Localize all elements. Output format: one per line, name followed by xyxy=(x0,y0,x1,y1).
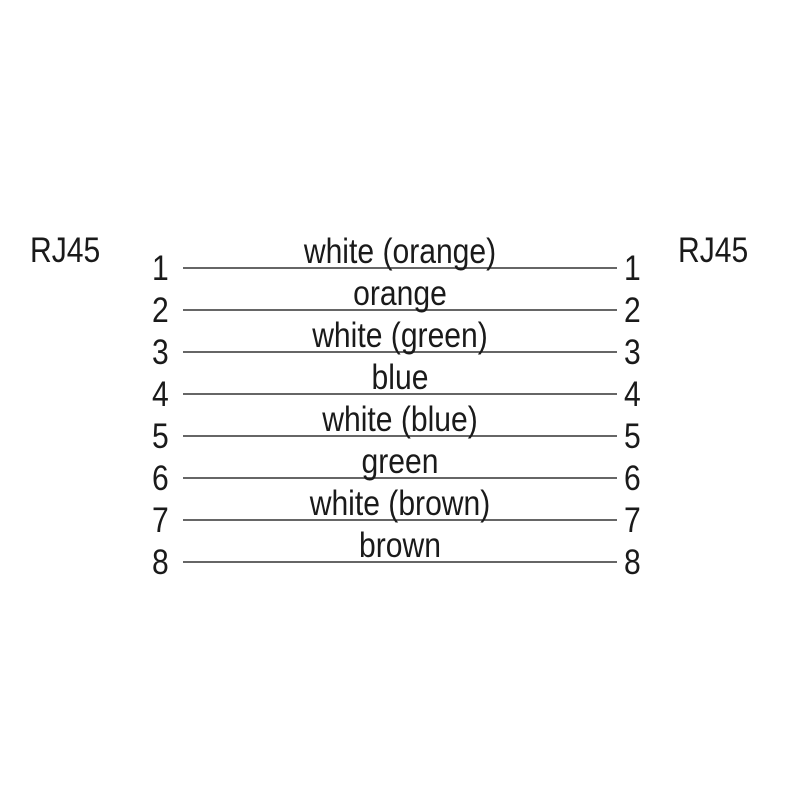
wire-row: 7 white (brown) 7 xyxy=(152,483,641,540)
left-pin-number: 7 xyxy=(152,500,169,540)
wire-row: 5 white (blue) 5 xyxy=(152,399,641,456)
left-pin-number: 5 xyxy=(152,416,169,456)
left-connector-label: RJ45 xyxy=(30,230,100,270)
wire-row: 4 blue 4 xyxy=(152,357,641,414)
right-pin-number: 8 xyxy=(624,542,641,582)
wire-color-label: brown xyxy=(359,525,441,565)
wire-color-label: white (brown) xyxy=(309,483,490,523)
wire-color-label: white (green) xyxy=(311,315,488,355)
right-pin-number: 2 xyxy=(624,290,641,330)
right-pin-number: 5 xyxy=(624,416,641,456)
left-pin-number: 4 xyxy=(152,374,169,414)
right-pin-number: 6 xyxy=(624,458,641,498)
wire-color-label: white (blue) xyxy=(321,399,477,439)
wire-row: 2 orange 2 xyxy=(152,273,641,330)
right-pin-number: 3 xyxy=(624,332,641,372)
wire-color-label: orange xyxy=(353,273,447,313)
right-pin-number: 1 xyxy=(624,248,641,288)
left-pin-number: 3 xyxy=(152,332,169,372)
right-connector-label: RJ45 xyxy=(678,230,748,270)
right-pin-number: 4 xyxy=(624,374,641,414)
wire-row: 6 green 6 xyxy=(152,441,641,498)
left-pin-number: 6 xyxy=(152,458,169,498)
wire-color-label: green xyxy=(362,441,439,481)
wire-row: 8 brown 8 xyxy=(152,525,641,582)
left-pin-number: 2 xyxy=(152,290,169,330)
wire-color-label: blue xyxy=(372,357,429,397)
left-pin-number: 1 xyxy=(152,248,169,288)
right-pin-number: 7 xyxy=(624,500,641,540)
wire-color-label: white (orange) xyxy=(303,231,496,271)
wire-row: 1 white (orange) 1 xyxy=(152,231,641,288)
wire-row: 3 white (green) 3 xyxy=(152,315,641,372)
left-pin-number: 8 xyxy=(152,542,169,582)
